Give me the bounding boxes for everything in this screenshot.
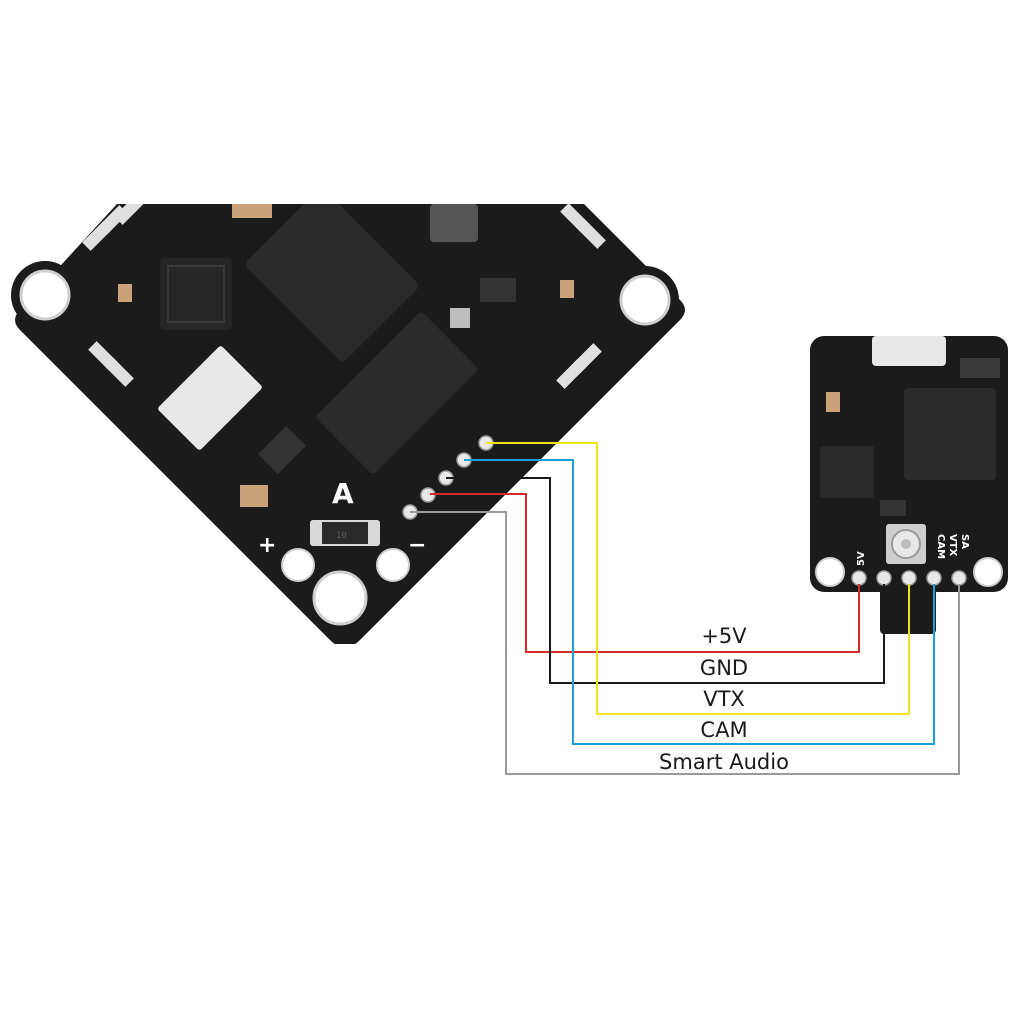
wire-label-cam: CAM xyxy=(700,718,747,742)
fc-pad-plus-label: + xyxy=(258,533,276,558)
vtx-board: 5V CAM VTX SA xyxy=(810,336,1008,634)
wire-vtx xyxy=(486,442,910,715)
vtx-silk-vtx: VTX xyxy=(947,534,958,557)
wire-gnd xyxy=(446,477,885,684)
wire-label-gnd: GND xyxy=(700,656,748,680)
vtx-silk-sa: SA xyxy=(959,534,970,549)
fc-motor-pads-right xyxy=(556,204,606,389)
fc-gyro-chip xyxy=(160,258,232,330)
wire-labels: +5V GND VTX CAM Smart Audio xyxy=(659,624,789,774)
fc-motor-pads-left xyxy=(82,204,144,387)
vtx-silk-5v: 5V xyxy=(856,551,867,566)
wire-label-vtx: VTX xyxy=(703,687,745,711)
wire-cam xyxy=(464,459,935,745)
vtx-small-chip xyxy=(820,446,874,498)
fc-mcu-chip xyxy=(246,204,418,361)
fc-connector xyxy=(158,346,262,450)
wire-label-smart-audio: Smart Audio xyxy=(659,750,789,774)
fc-silk-label: A xyxy=(332,477,354,510)
wire-label-5v: +5V xyxy=(701,624,747,648)
flight-controller-board: A + − 10 xyxy=(11,204,685,644)
fc-osd-chip xyxy=(316,312,478,474)
fc-cap-marking: 10 xyxy=(336,531,347,541)
vtx-connector xyxy=(872,336,946,366)
wire-5v xyxy=(430,493,860,653)
wire-smart-audio xyxy=(410,511,960,775)
vtx-main-chip xyxy=(904,388,996,480)
fc-pad-minus-label: − xyxy=(408,533,426,558)
vtx-silk-cam: CAM xyxy=(935,534,946,559)
wires xyxy=(410,442,960,775)
